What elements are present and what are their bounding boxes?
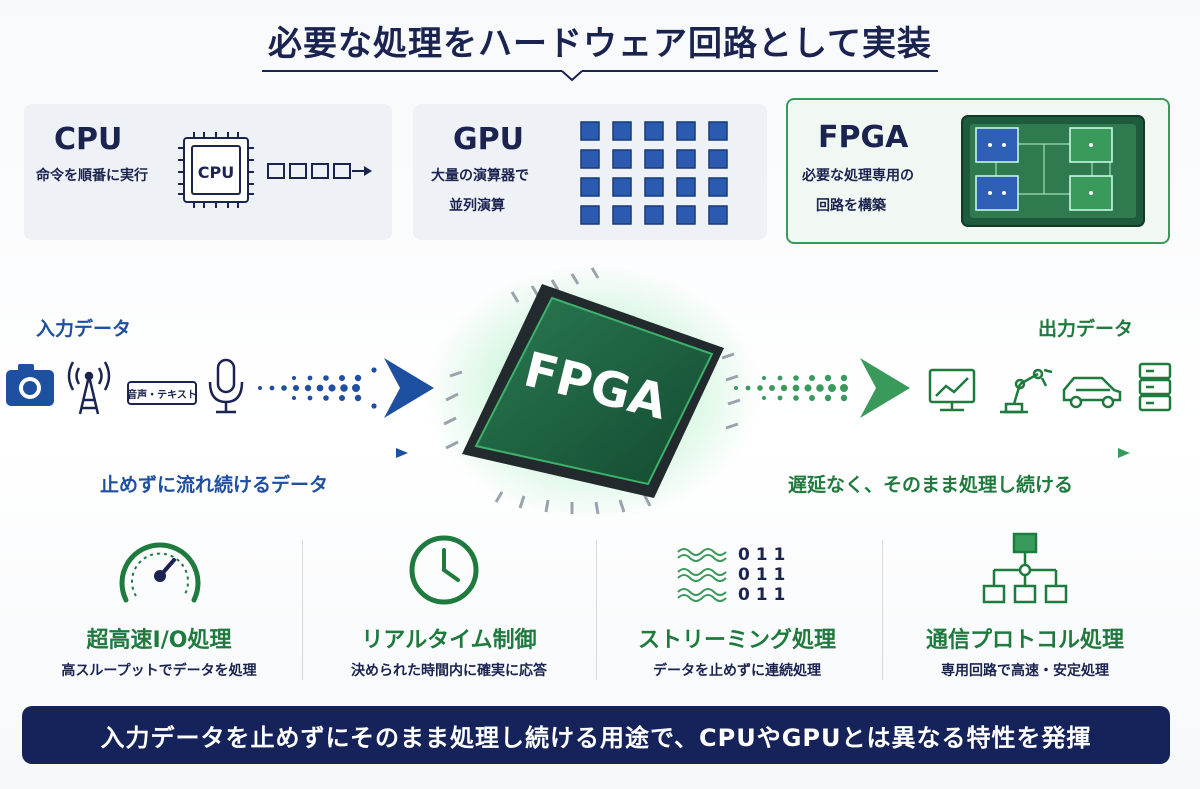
- fpga-chip-icon: FPGA: [425, 265, 761, 521]
- fpga-card-desc-1: 必要な処理専用の: [802, 168, 914, 184]
- output-flow-arrow: [742, 448, 1130, 458]
- feature-divider: [596, 540, 597, 680]
- clock-icon: [409, 535, 479, 605]
- monitor-chart-icon: [928, 368, 976, 412]
- gpu-card-desc-1: 大量の演算器で: [431, 168, 529, 184]
- stream-bits-row: 0 1 1: [738, 565, 785, 585]
- input-icons-row: 音声・テキスト: [6, 358, 434, 418]
- audio-text-icon: 音声・テキスト: [127, 381, 197, 405]
- cpu-card-desc: 命令を順番に実行: [36, 168, 148, 184]
- fpga-card: FPGA 必要な処理専用の 回路を構築: [786, 98, 1170, 244]
- feature-title-io: 超高速I/O処理: [86, 628, 232, 653]
- input-flow-arrow: [30, 448, 408, 458]
- output-data-label: 出力データ: [1038, 318, 1134, 340]
- camera-icon: [6, 364, 54, 406]
- output-flow-label: 遅延なく、そのまま処理し続ける: [788, 474, 1074, 496]
- feature-desc-realtime: 決められた時間内に確実に応答: [351, 663, 547, 679]
- title-underline: [262, 70, 938, 82]
- gpu-card-desc-2: 並列演算: [449, 198, 505, 214]
- fpga-card-desc-2: 回路を構築: [816, 198, 886, 214]
- car-icon: [1062, 376, 1122, 409]
- stream-bits-icon: 0 1 1 0 1 1 0 1 1: [677, 545, 785, 605]
- cpu-card: CPU 命令を順番に実行 CPU: [24, 104, 392, 240]
- svg-text:音声・テキスト: 音声・テキスト: [127, 388, 197, 401]
- speedometer-icon: [119, 542, 201, 603]
- feature-divider: [882, 540, 883, 680]
- feature-desc-io: 高スループットでデータを処理: [61, 663, 257, 679]
- cpu-card-title: CPU: [54, 122, 123, 157]
- input-flow-label: 止めずに流れ続けるデータ: [100, 474, 329, 496]
- stream-bits-row: 0 1 1: [738, 545, 785, 565]
- feature-desc-protocol: 専用回路で高速・安定処理: [941, 663, 1109, 679]
- input-data-label: 入力データ: [36, 318, 132, 340]
- network-tree-icon: [982, 532, 1068, 604]
- output-icons-row: [734, 358, 1172, 418]
- feature-title-realtime: リアルタイム制御: [361, 628, 537, 653]
- gpu-card-title: GPU: [453, 122, 524, 157]
- feature-title-streaming: ストリーミング処理: [637, 628, 836, 653]
- fpga-card-title: FPGA: [818, 120, 909, 155]
- feature-desc-streaming: データを止めずに連続処理: [653, 663, 821, 679]
- feature-title-protocol: 通信プロトコル処理: [925, 628, 1124, 653]
- robot-arm-icon: [1000, 368, 1053, 414]
- stream-bits-row: 0 1 1: [738, 585, 785, 605]
- feature-divider: [302, 540, 303, 680]
- server-icon: [1138, 362, 1172, 412]
- gpu-card: GPU 大量の演算器で 並列演算: [413, 104, 767, 240]
- fpga-circuit-icon: [961, 115, 1145, 227]
- microphone-icon: [208, 358, 244, 414]
- cpu-chip-label: CPU: [198, 163, 234, 182]
- summary-banner: 入力データを止めずにそのまま処理し続ける用途で、CPUやGPUとは異なる特性を発…: [22, 706, 1170, 764]
- gpu-core-grid-icon: [580, 121, 728, 225]
- antenna-icon: [67, 361, 111, 415]
- cpu-chip-icon: CPU: [178, 132, 372, 208]
- page-title: 必要な処理をハードウェア回路として実装: [268, 24, 932, 64]
